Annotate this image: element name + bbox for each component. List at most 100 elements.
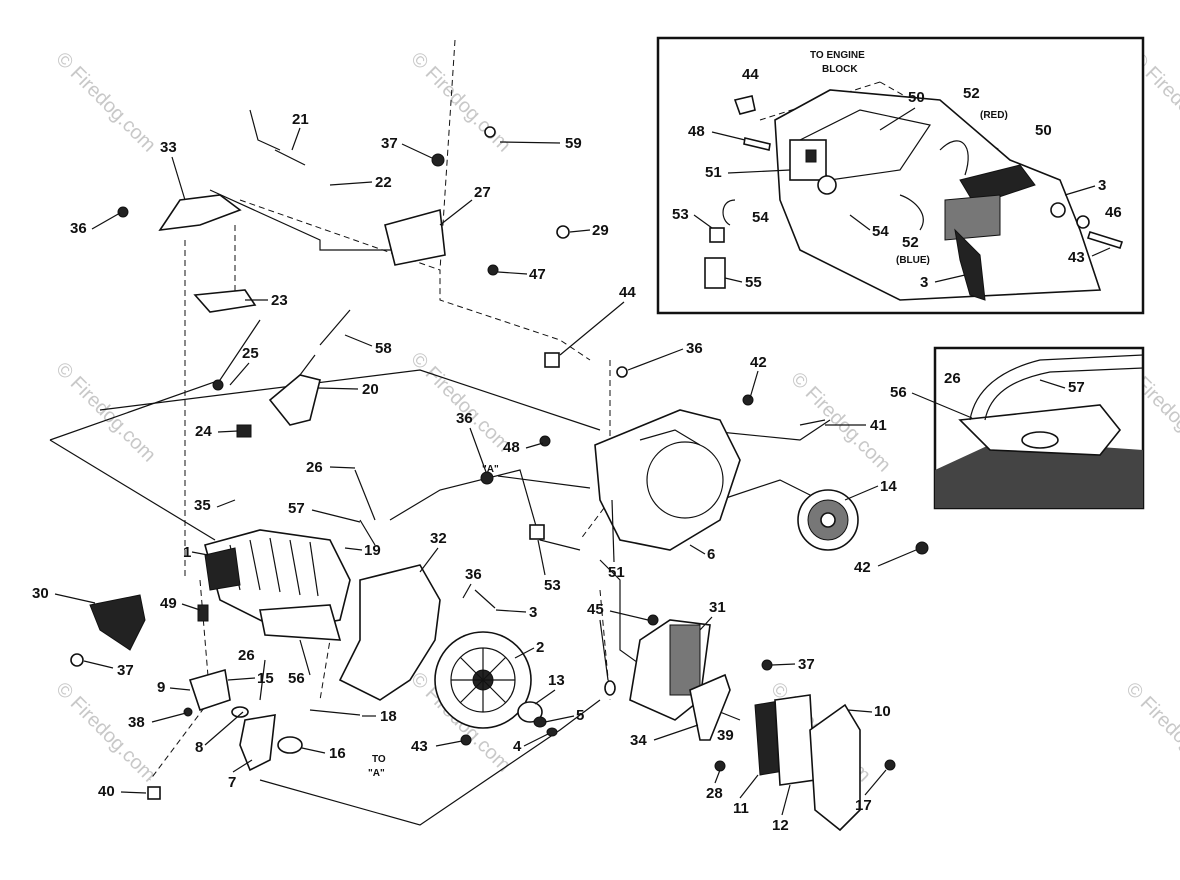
shaft [319,309,351,346]
callout-57: 57 [1068,379,1085,396]
to-a-label-1: TO [372,754,386,765]
leader-line [499,141,561,144]
outline-line [389,469,581,551]
clip [529,524,545,540]
callout-48: 48 [688,123,705,140]
callout-34: 34 [630,732,647,749]
shaded-base [935,440,1143,508]
callout-56: 56 [890,384,907,401]
screw [742,394,754,406]
watermark: © Firedog.com [1121,678,1180,787]
leader-line [879,107,916,131]
blue-label: (BLUE) [896,255,930,266]
leader-line [711,131,746,141]
callout-6: 6 [707,546,715,563]
screw [884,759,896,771]
callout-44: 44 [742,66,759,83]
callout-19: 19 [364,542,381,559]
callout-42: 42 [854,559,871,576]
callout-41: 41 [870,417,887,434]
callout-53: 53 [672,206,689,223]
callout-53: 53 [544,577,561,594]
outline-line [719,479,821,501]
screw [487,264,499,276]
spark-plug-boot [704,257,726,289]
leader-line [435,740,463,747]
leader-line [469,427,487,473]
outline-line [209,189,420,251]
screw [117,206,129,218]
housing-detail [639,429,701,446]
bearing [517,701,543,723]
callout-37: 37 [117,662,134,679]
nut [556,225,570,239]
leader-line [329,466,356,469]
callout-57: 57 [288,500,305,517]
callout-26: 26 [944,370,961,387]
brake-pad [944,194,1001,241]
nut [533,716,547,728]
callout-38: 38 [128,714,145,731]
nut [70,653,84,667]
leader-line [877,549,917,567]
leader-line [291,127,301,151]
switch-terminal [805,149,817,163]
callout-20: 20 [362,381,379,398]
leader-line [229,362,250,386]
callout-52: 52 [902,234,919,251]
leader-line [724,277,743,283]
callout-36: 36 [70,220,87,237]
watermark: © Firedog.com [51,678,160,787]
callout-24: 24 [195,423,212,440]
engine-side [204,547,241,591]
callout-54: 54 [872,223,889,240]
nut [1076,215,1090,229]
callout-36: 36 [456,410,473,427]
leader-line [559,301,625,356]
callout-22: 22 [375,174,392,191]
rod [969,354,1144,421]
brake-lever [959,164,1036,206]
callout-10: 10 [874,703,891,720]
control-bracket [268,374,321,426]
callout-48: 48 [503,439,520,456]
callout-1: 1 [183,544,191,561]
shroud-guard [338,564,441,701]
bracket [158,194,242,232]
leader-line [1064,185,1096,196]
callout-55: 55 [745,274,762,291]
leader-line [934,274,966,283]
screw [761,659,773,671]
clip [544,352,560,368]
callout-14: 14 [880,478,897,495]
leader-line [609,610,649,621]
screw [212,379,224,391]
screw [743,137,771,151]
leader-line [599,619,609,681]
leader-line [781,784,791,816]
leader-line [151,712,187,723]
screw [915,541,929,555]
leader-line [911,392,973,419]
leader-line [525,442,544,449]
slot-hole [1021,431,1059,449]
leader-line [727,169,791,174]
callout-44: 44 [619,284,636,301]
leader-line [514,647,535,659]
callout-51: 51 [705,164,722,181]
control-lever [299,354,316,376]
callout-27: 27 [474,184,491,201]
callout-49: 49 [160,595,177,612]
cap [147,786,161,800]
washer [1050,202,1066,218]
callout-56: 56 [288,670,305,687]
callout-35: 35 [194,497,211,514]
bolt [1086,231,1124,249]
watermark: © Firedog.com [51,48,160,157]
leader-line [864,769,887,796]
leader-line [693,214,713,229]
link-rod [309,709,361,716]
outline-line [699,419,831,441]
callout-5: 5 [576,707,584,724]
